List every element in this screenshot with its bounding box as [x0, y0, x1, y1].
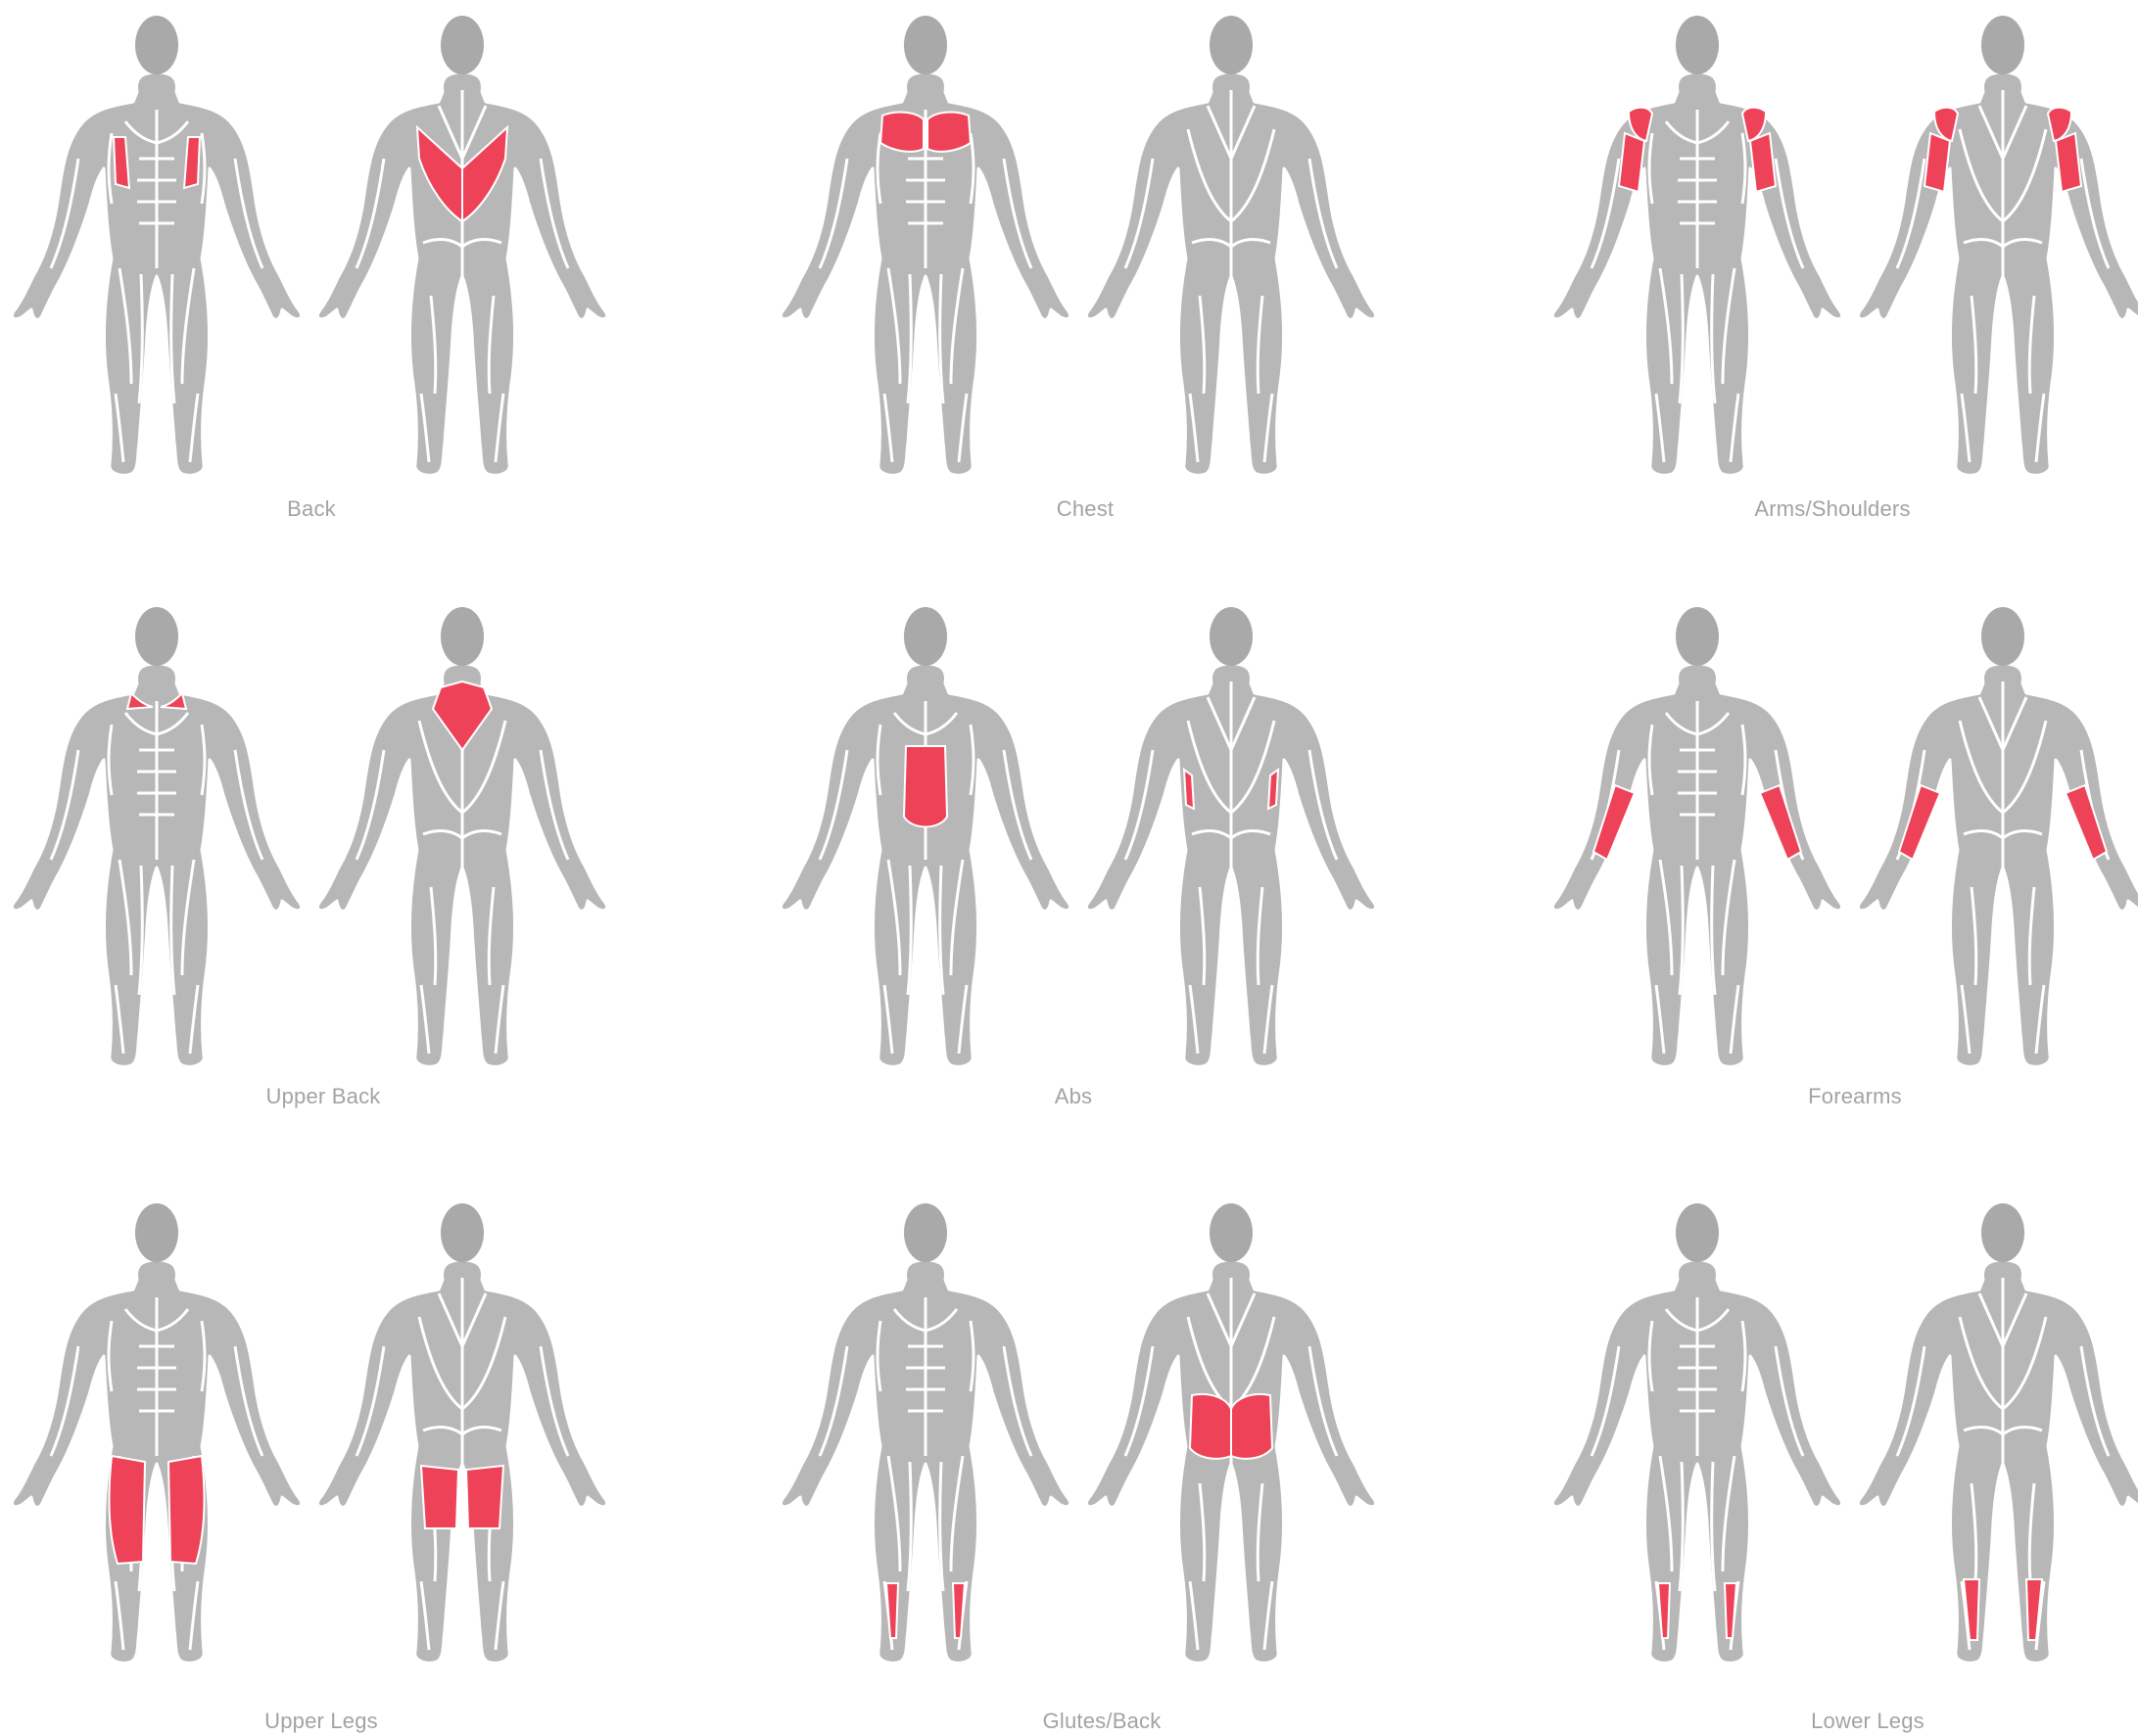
head	[135, 1203, 178, 1262]
back-view-figure	[315, 603, 609, 1073]
back-view-figure	[1856, 12, 2138, 482]
front-view-figure	[1550, 603, 1844, 1073]
head	[135, 607, 178, 666]
muscle-panel: Chest	[769, 0, 1376, 548]
head	[135, 16, 178, 74]
head	[1210, 16, 1253, 74]
head	[1981, 1203, 2024, 1262]
highlight-quads	[110, 1456, 205, 1564]
muscle-group-label: Lower Legs	[1811, 1709, 1924, 1734]
head	[441, 607, 484, 666]
front-view-figure	[779, 1199, 1072, 1669]
muscle-panel: Upper Back	[0, 591, 607, 1140]
head	[1981, 16, 2024, 74]
muscle-panel: Glutes/Back	[769, 1188, 1376, 1736]
back-view-figure	[315, 12, 609, 482]
muscle-group-label: Upper Legs	[264, 1709, 378, 1734]
body-silhouette	[1858, 664, 2138, 1066]
head	[1210, 1203, 1253, 1262]
back-view-figure	[1084, 1199, 1378, 1669]
back-view-figure	[315, 1199, 609, 1669]
head	[1676, 607, 1719, 666]
highlight-hamstrings	[421, 1466, 503, 1528]
front-view-figure	[1550, 12, 1844, 482]
muscle-group-label: Glutes/Back	[1043, 1709, 1162, 1734]
head	[441, 1203, 484, 1262]
back-view-figure	[1084, 12, 1378, 482]
head	[1676, 1203, 1719, 1262]
muscle-group-label: Arms/Shoulders	[1754, 496, 1910, 522]
back-view-figure	[1856, 1199, 2138, 1669]
head	[1210, 607, 1253, 666]
muscle-group-label: Forearms	[1808, 1084, 1902, 1109]
head	[904, 16, 947, 74]
muscle-panel: Forearms	[1541, 591, 2138, 1140]
head	[1676, 16, 1719, 74]
head	[1981, 607, 2024, 666]
muscle-panel: Arms/Shoulders	[1541, 0, 2138, 548]
highlight-calves	[1964, 1579, 2042, 1640]
front-view-figure	[10, 603, 304, 1073]
front-view-figure	[779, 603, 1072, 1073]
muscle-group-label: Abs	[1055, 1084, 1093, 1109]
front-view-figure	[10, 1199, 304, 1669]
muscle-group-label: Back	[287, 496, 336, 522]
front-view-figure	[1550, 1199, 1844, 1669]
highlight-abs	[904, 746, 947, 827]
muscle-panel: Abs	[769, 591, 1376, 1140]
body-silhouette	[1858, 1260, 2138, 1663]
front-view-figure	[10, 12, 304, 482]
muscle-panel: Back	[0, 0, 607, 548]
back-view-figure	[1856, 603, 2138, 1073]
muscle-panel: Lower Legs	[1541, 1188, 2138, 1736]
body-silhouette	[1858, 72, 2138, 475]
back-view-figure	[1084, 603, 1378, 1073]
head	[904, 607, 947, 666]
head	[904, 1203, 947, 1262]
muscle-group-label: Upper Back	[266, 1084, 381, 1109]
muscle-group-label: Chest	[1057, 496, 1114, 522]
head	[441, 16, 484, 74]
front-view-figure	[779, 12, 1072, 482]
muscle-panel: Upper Legs	[0, 1188, 607, 1736]
